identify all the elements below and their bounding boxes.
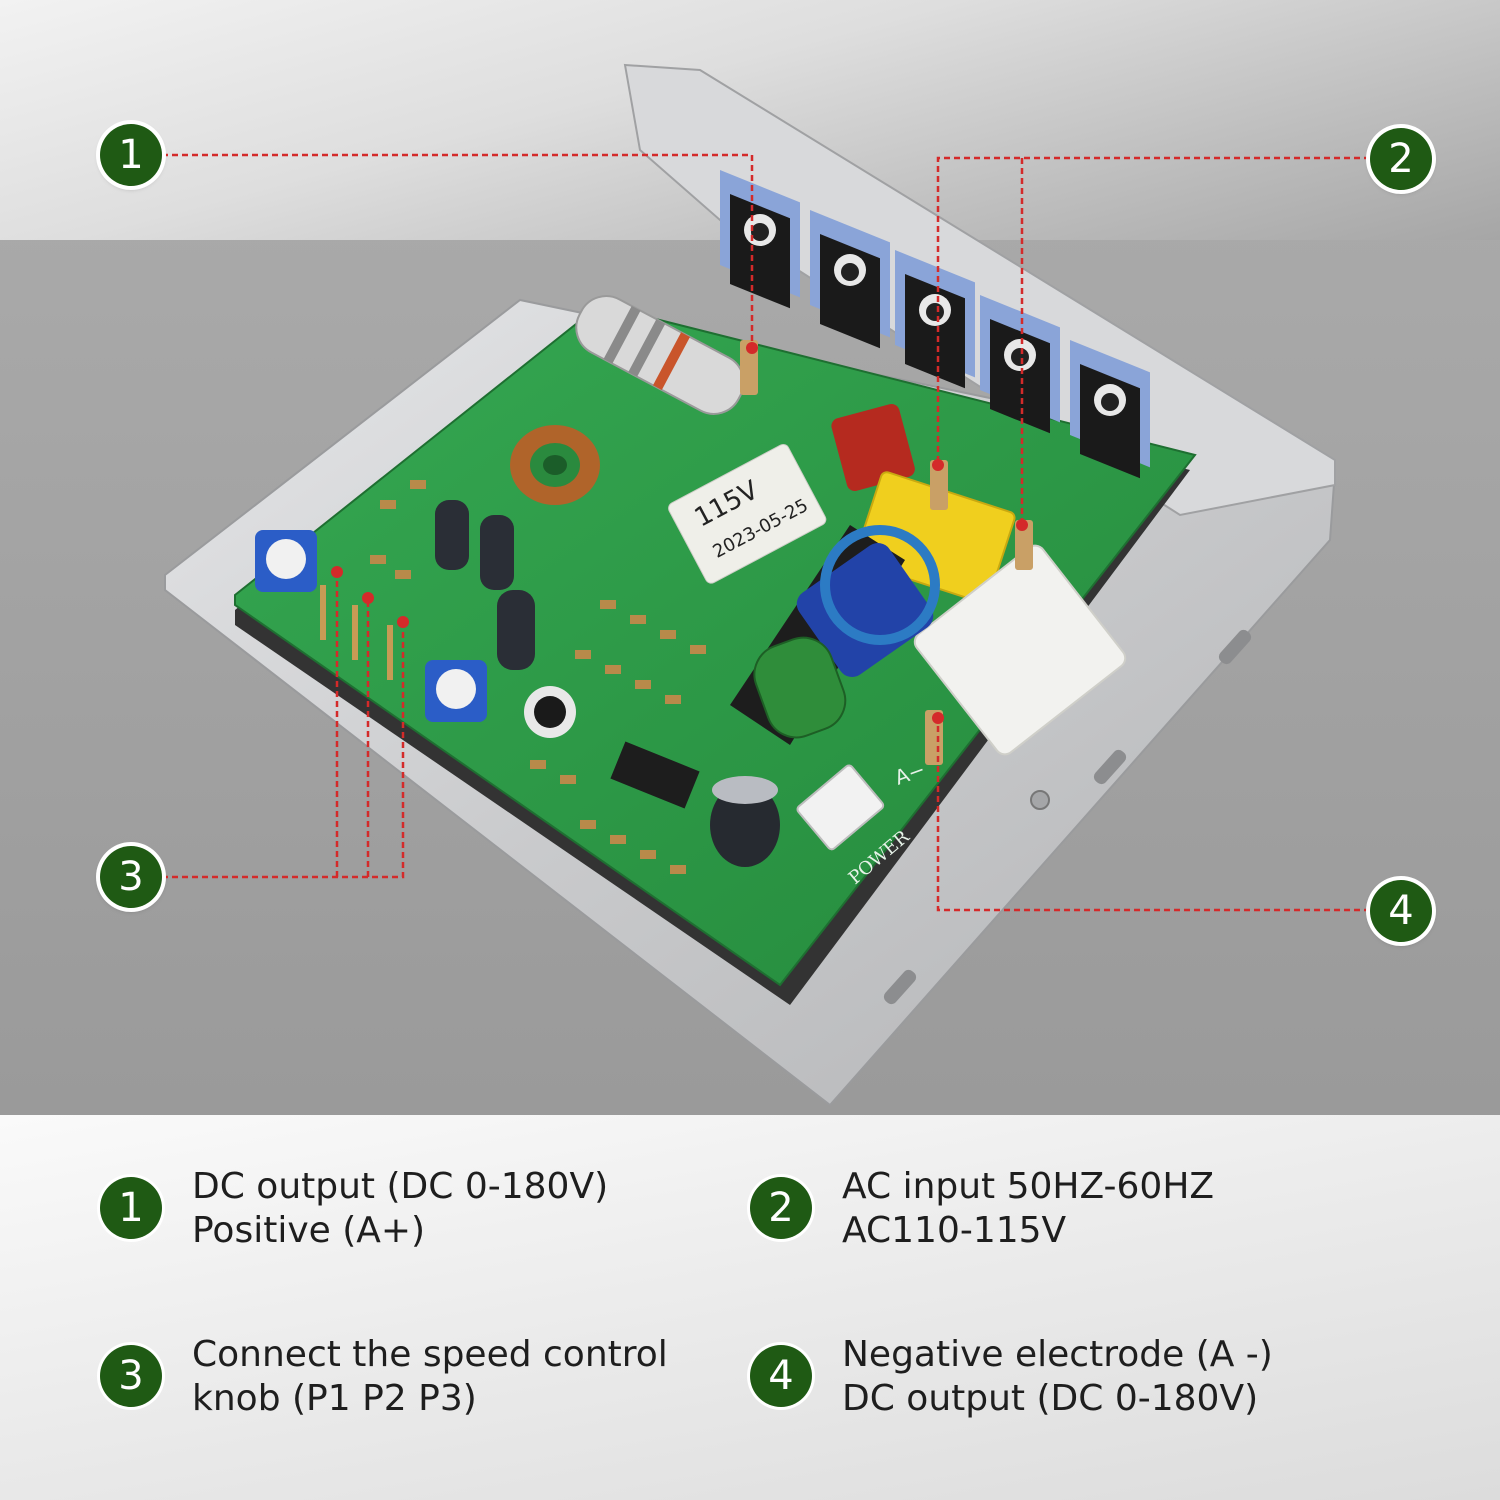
legend-1-line-1: DC output (DC 0-180V) [192, 1166, 609, 1207]
legend-badge-3: 3 [100, 1345, 162, 1407]
legend-text-3: Connect the speed control knob (P1 P2 P3… [192, 1333, 712, 1421]
power-connector [796, 764, 885, 851]
legend-text-2: AC input 50HZ-60HZ AC110-115V [842, 1165, 1362, 1253]
legend-panel: 1 DC output (DC 0-180V) Positive (A+) 2 … [0, 1115, 1500, 1500]
trimmer-potentiometers [255, 530, 487, 722]
callout-badge-2: 2 [1370, 128, 1432, 190]
legend-badge-4: 4 [750, 1345, 812, 1407]
red-capacitor [831, 404, 915, 491]
leader-line-2a [936, 156, 1370, 463]
callout-badge-3: 3 [100, 846, 162, 908]
legend-4-line-2: DC output (DC 0-180V) [842, 1378, 1259, 1419]
legend-2-line-1: AC input 50HZ-60HZ [842, 1166, 1215, 1207]
power-transistors [720, 170, 1150, 479]
controller-board-illustration: 115V 2023-05-25 POWER A− [162, 63, 1370, 1107]
legend-badge-2: 2 [750, 1177, 812, 1239]
legend-4-line-1: Negative electrode (A -) [842, 1334, 1273, 1375]
legend-1-line-2: Positive (A+) [192, 1210, 426, 1251]
product-photo: 115V 2023-05-25 POWER A− 1 2 3 4 [0, 0, 1500, 1115]
leader-line-4 [936, 718, 1370, 912]
leader-dots [331, 342, 1028, 724]
leader-lines [162, 153, 1370, 912]
blue-relay [796, 542, 934, 678]
power-resistor [575, 295, 745, 415]
toroid-inductor [510, 425, 600, 505]
legend-badge-1: 1 [100, 1177, 162, 1239]
legend-3-line-2: knob (P1 P2 P3) [192, 1378, 477, 1419]
leader-line-1 [162, 153, 754, 345]
legend-2-line-2: AC110-115V [842, 1210, 1067, 1251]
smd-components [370, 480, 706, 874]
heatsink-back-fin [623, 63, 1336, 517]
ic-chip [610, 741, 700, 809]
callout-badge-4: 4 [1370, 880, 1432, 942]
callout-badge-1: 1 [100, 124, 162, 186]
leader-line-3 [162, 622, 405, 879]
ceramic-resistor [913, 544, 1127, 756]
legend-text-4: Negative electrode (A -) DC output (DC 0… [842, 1333, 1362, 1421]
header-pins [320, 585, 393, 680]
electrolytic-capacitors [435, 500, 847, 867]
legend-3-line-1: Connect the speed control [192, 1334, 668, 1375]
legend-text-1: DC output (DC 0-180V) Positive (A+) [192, 1165, 712, 1253]
voltage-sticker: 115V 2023-05-25 [668, 444, 827, 584]
